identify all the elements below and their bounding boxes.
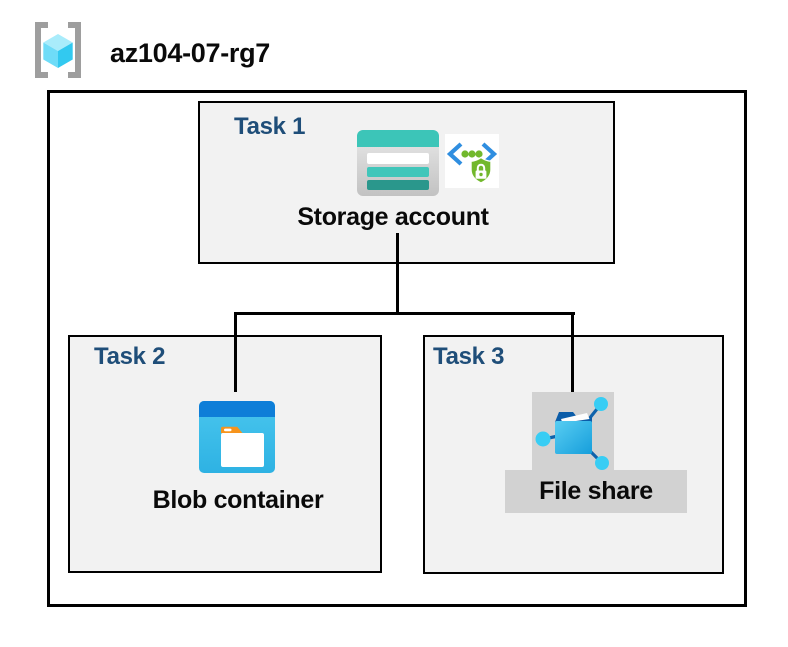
blob-container-label: Blob container: [152, 486, 324, 514]
blob-container-icon[interactable]: [199, 401, 275, 473]
resource-group-icon-svg: [35, 22, 81, 78]
connector-branch-horizontal[interactable]: [234, 312, 575, 315]
secure-access-icon[interactable]: [445, 134, 499, 188]
connector-storage-stem[interactable]: [396, 233, 399, 314]
storage-account-icon-svg: [357, 130, 439, 196]
storage-account-icon[interactable]: [357, 130, 439, 196]
task3-label: Task 3: [433, 343, 505, 370]
task2-box[interactable]: Task 2 Blob container: [68, 335, 382, 573]
task2-label: Task 2: [94, 343, 166, 370]
secure-access-icon-svg: [445, 134, 499, 188]
blob-container-icon-svg: [199, 401, 275, 473]
file-share-label[interactable]: File share: [505, 470, 687, 513]
resource-group-label: az104-07-rg7: [110, 38, 270, 68]
file-share-icon[interactable]: [532, 392, 614, 472]
storage-account-label: Storage account: [297, 203, 489, 231]
task1-box[interactable]: Task 1: [198, 101, 615, 264]
resource-group-icon[interactable]: [30, 21, 86, 79]
task1-label: Task 1: [234, 113, 306, 140]
file-share-icon-svg: [535, 397, 609, 470]
connector-to-file-share[interactable]: [571, 314, 574, 392]
connector-to-blob-container[interactable]: [234, 314, 237, 392]
